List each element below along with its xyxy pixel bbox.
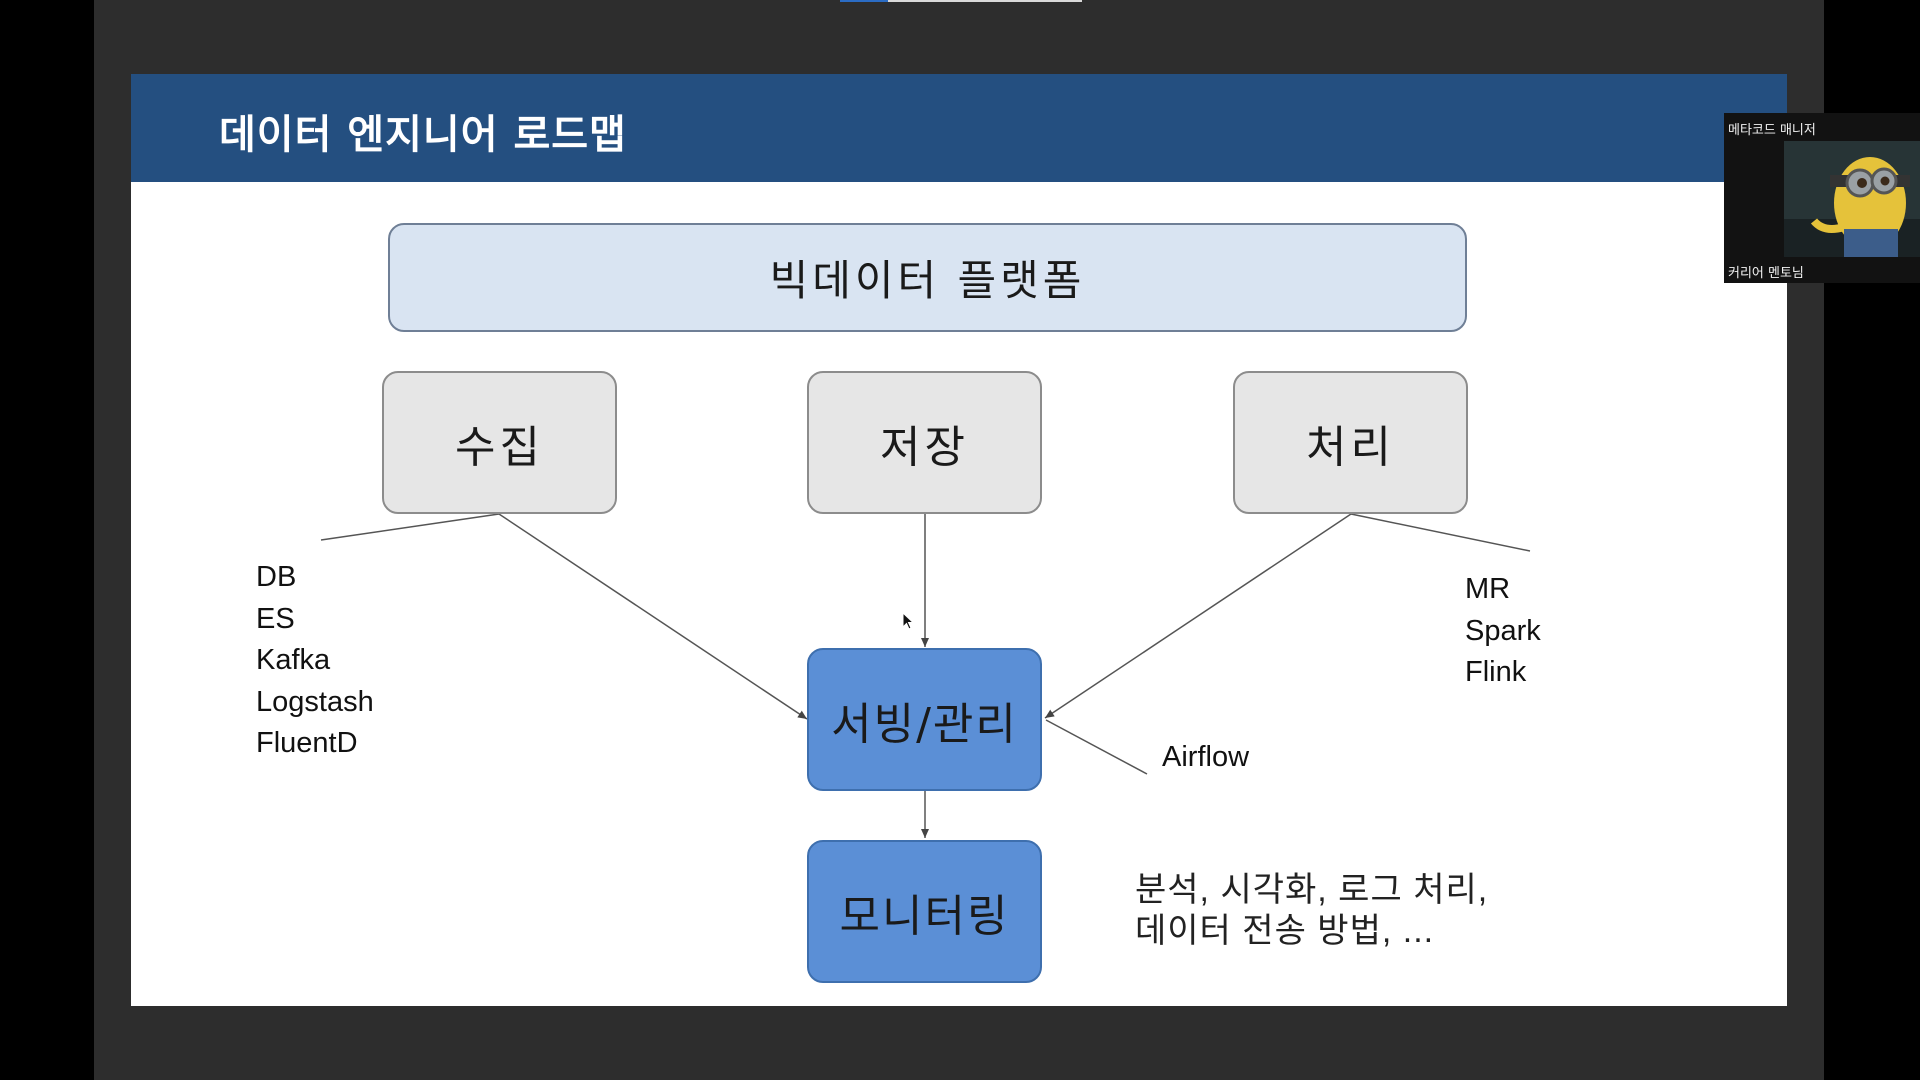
list-item: FluentD (256, 727, 358, 759)
note-line: 데이터 전송 방법, ... (1135, 912, 1435, 950)
participant-name-top: 메타코드 매니저 (1728, 123, 1816, 138)
list-item: ES (256, 602, 295, 635)
airflow-line (1045, 719, 1148, 775)
participant-name-bottom: 커리어 멘토님 (1728, 266, 1804, 281)
arrow-process-to-serve (1044, 513, 1352, 719)
serve-manage-box: 서빙/관리 (807, 648, 1042, 791)
avatar (1784, 141, 1920, 257)
diagram-connectors (320, 513, 1531, 838)
screen-share-indicator (840, 0, 1082, 2)
list-item: Kafka (256, 644, 331, 676)
collect-box: 수집 (382, 371, 617, 514)
serve-tool-label: Airflow (1162, 741, 1250, 773)
monitoring-notes: 분석, 시각화, 로그 처리, 데이터 전송 방법, ... (1135, 870, 1488, 952)
list-item: Logstash (256, 685, 374, 718)
monitoring-box: 모니터링 (807, 840, 1042, 983)
list-item: DB (256, 561, 297, 593)
slide-title: 데이터 엔지니어 로드맵 (219, 112, 627, 158)
collect-tools-list: DB ES Kafka Logstash FluentD (256, 557, 374, 765)
list-item: MR (1465, 573, 1511, 605)
store-box: 저장 (807, 371, 1042, 514)
list-item: Spark (1465, 614, 1541, 647)
process-tools-line (1350, 513, 1531, 552)
presentation-slide: 데이터 엔지니어 로드맵 빅데이터 플랫폼 수집 저장 처리 서빙/관리 모니터… (131, 74, 1787, 1006)
cursor-icon (902, 612, 915, 630)
process-box: 처리 (1233, 371, 1468, 514)
slide-header: 데이터 엔지니어 로드맵 (131, 74, 1787, 182)
list-item: Flink (1465, 656, 1527, 688)
big-data-platform-box: 빅데이터 플랫폼 (388, 223, 1467, 332)
note-line: 분석, 시각화, 로그 처리, (1135, 871, 1489, 909)
participant-video-panel[interactable]: 메타코드 매니저 커리어 멘토님 (1724, 113, 1920, 283)
collect-tools-line (320, 513, 500, 541)
participant-video-feed (1784, 141, 1920, 257)
arrow-collect-to-serve (498, 513, 808, 720)
process-tools-list: MR Spark Flink (1465, 569, 1541, 694)
